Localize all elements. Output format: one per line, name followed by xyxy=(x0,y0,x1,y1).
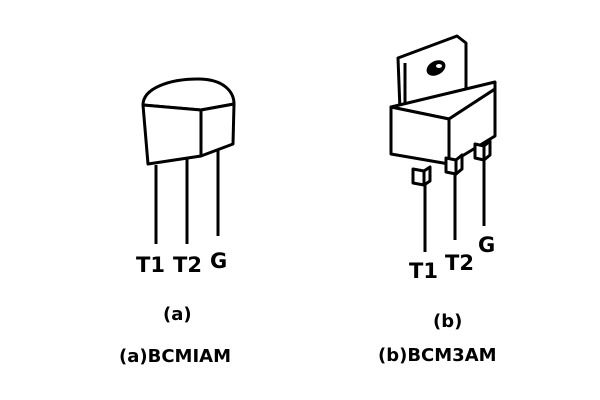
package-b xyxy=(389,34,497,252)
package-b-collar-t1 xyxy=(411,167,426,187)
package-a-pin-t2-label: T2 xyxy=(173,253,202,277)
package-b-caption: (b)BCM3AM xyxy=(378,345,497,366)
package-a-front-face xyxy=(141,103,203,166)
package-a-sub-label: (a) xyxy=(163,304,192,325)
package-b-pin-g-label: G xyxy=(478,233,495,257)
package-b-tab-hole xyxy=(426,60,446,76)
package-b-pin-t2-label: T2 xyxy=(445,251,474,275)
package-a xyxy=(141,77,236,244)
package-b-body-side xyxy=(447,87,497,166)
package-a-caption: (a)BCMIAM xyxy=(119,346,231,367)
package-a-top-face xyxy=(141,77,236,112)
package-a-side-face xyxy=(199,102,236,158)
package-b-sub-label: (b) xyxy=(433,311,462,332)
package-a-pin-t1-label: T1 xyxy=(136,253,165,277)
package-b-pin-t1-label: T1 xyxy=(409,259,438,283)
package-a-pin-g-label: G xyxy=(210,249,227,273)
